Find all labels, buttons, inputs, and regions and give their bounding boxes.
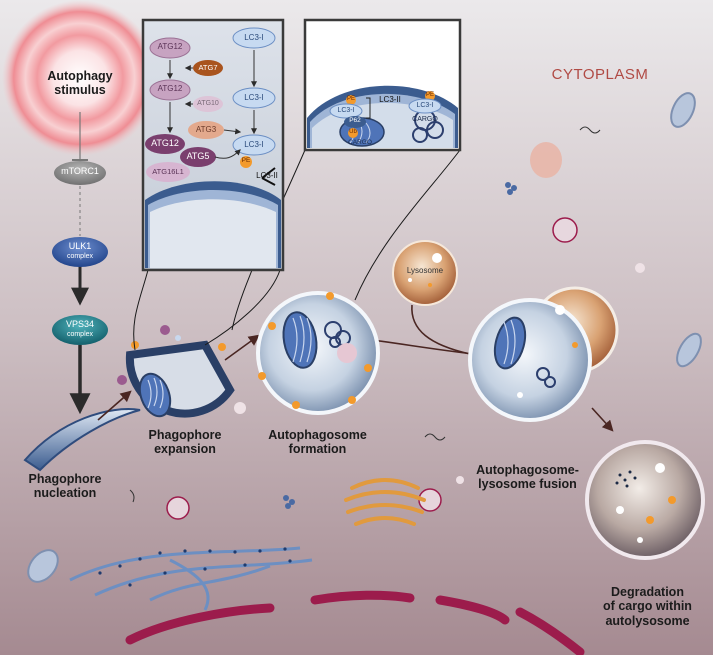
fusion-structure [468,286,619,422]
autophagosome-structure [256,291,380,415]
cargo-a-label: CARGO [348,139,372,146]
atg10-label: ATG10 [197,100,219,107]
pe-a-label: PE [346,96,355,102]
atg-conjugation-inset [141,18,285,272]
cytoplasm-label: CYTOPLASM [551,66,649,83]
vps34-label: VPS34 [65,319,95,329]
pe-b-label: PE [425,92,434,98]
lc3ii-left-label: LC3-II [256,171,278,180]
vps34-complex-label: complex [66,331,94,338]
mtorc1-label: mTORC1 [61,166,99,176]
ulk1-complex-node [52,237,108,267]
atg16l1-label: ATG16L1 [152,167,184,176]
autophagy-stimulus-halo [2,0,158,156]
mtorc1-node [54,161,106,185]
atg3-label: ATG3 [195,125,217,134]
autolysosome-structure [585,440,705,560]
autophagosome-formation-label: Autophagosome formation [268,428,367,457]
pe-left-label: PE [241,157,251,164]
atg12-c-label: ATG12 [151,138,179,148]
phagophore-expansion-structure [117,325,235,418]
lysosome-structure [392,240,458,306]
p62-label: P62 [349,117,361,124]
golgi-apparatus [344,478,426,526]
atg5-label: ATG5 [186,151,210,161]
ub-label: Ub [349,129,357,135]
endoplasmic-reticulum [69,546,313,611]
lysosome-label: Lysosome [406,266,444,275]
stage-arrows [97,304,614,432]
phagophore-expansion-label: Phagophore expansion [148,428,222,457]
background-organelles [27,92,702,583]
cargo-recognition-inset [303,18,462,152]
phagophore-nucleation-label: Phagophore nucleation [28,472,102,501]
degradation-label: Degradation of cargo within autolysosome [603,585,692,628]
lc3i-right-b-label: LC3-I [416,102,434,109]
lc3i-c-label: LC3-I [244,140,264,149]
atg12-a-label: ATG12 [157,42,183,51]
ulk1-label: ULK1 [68,241,92,251]
nuclear-envelope [125,590,585,655]
atg12-b-label: ATG12 [157,84,183,93]
vps34-complex-node [52,315,108,345]
lc3ii-right-label: LC3-II [379,95,401,104]
cargo-b-label: CARGO [412,116,438,123]
lc3i-right-a-label: LC3-I [337,107,355,114]
lc3i-b-label: LC3-I [244,93,264,102]
lc3i-a-label: LC3-I [244,33,264,42]
signaling-arrows [69,112,91,415]
fusion-label: Autophagosome- lysosome fusion [476,463,579,492]
phagophore-nucleation-membrane [23,408,141,472]
autophagy-stimulus-label: Autophagy stimulus [47,69,113,98]
atg7-label: ATG7 [198,63,218,72]
ulk1-complex-label: complex [66,253,94,260]
